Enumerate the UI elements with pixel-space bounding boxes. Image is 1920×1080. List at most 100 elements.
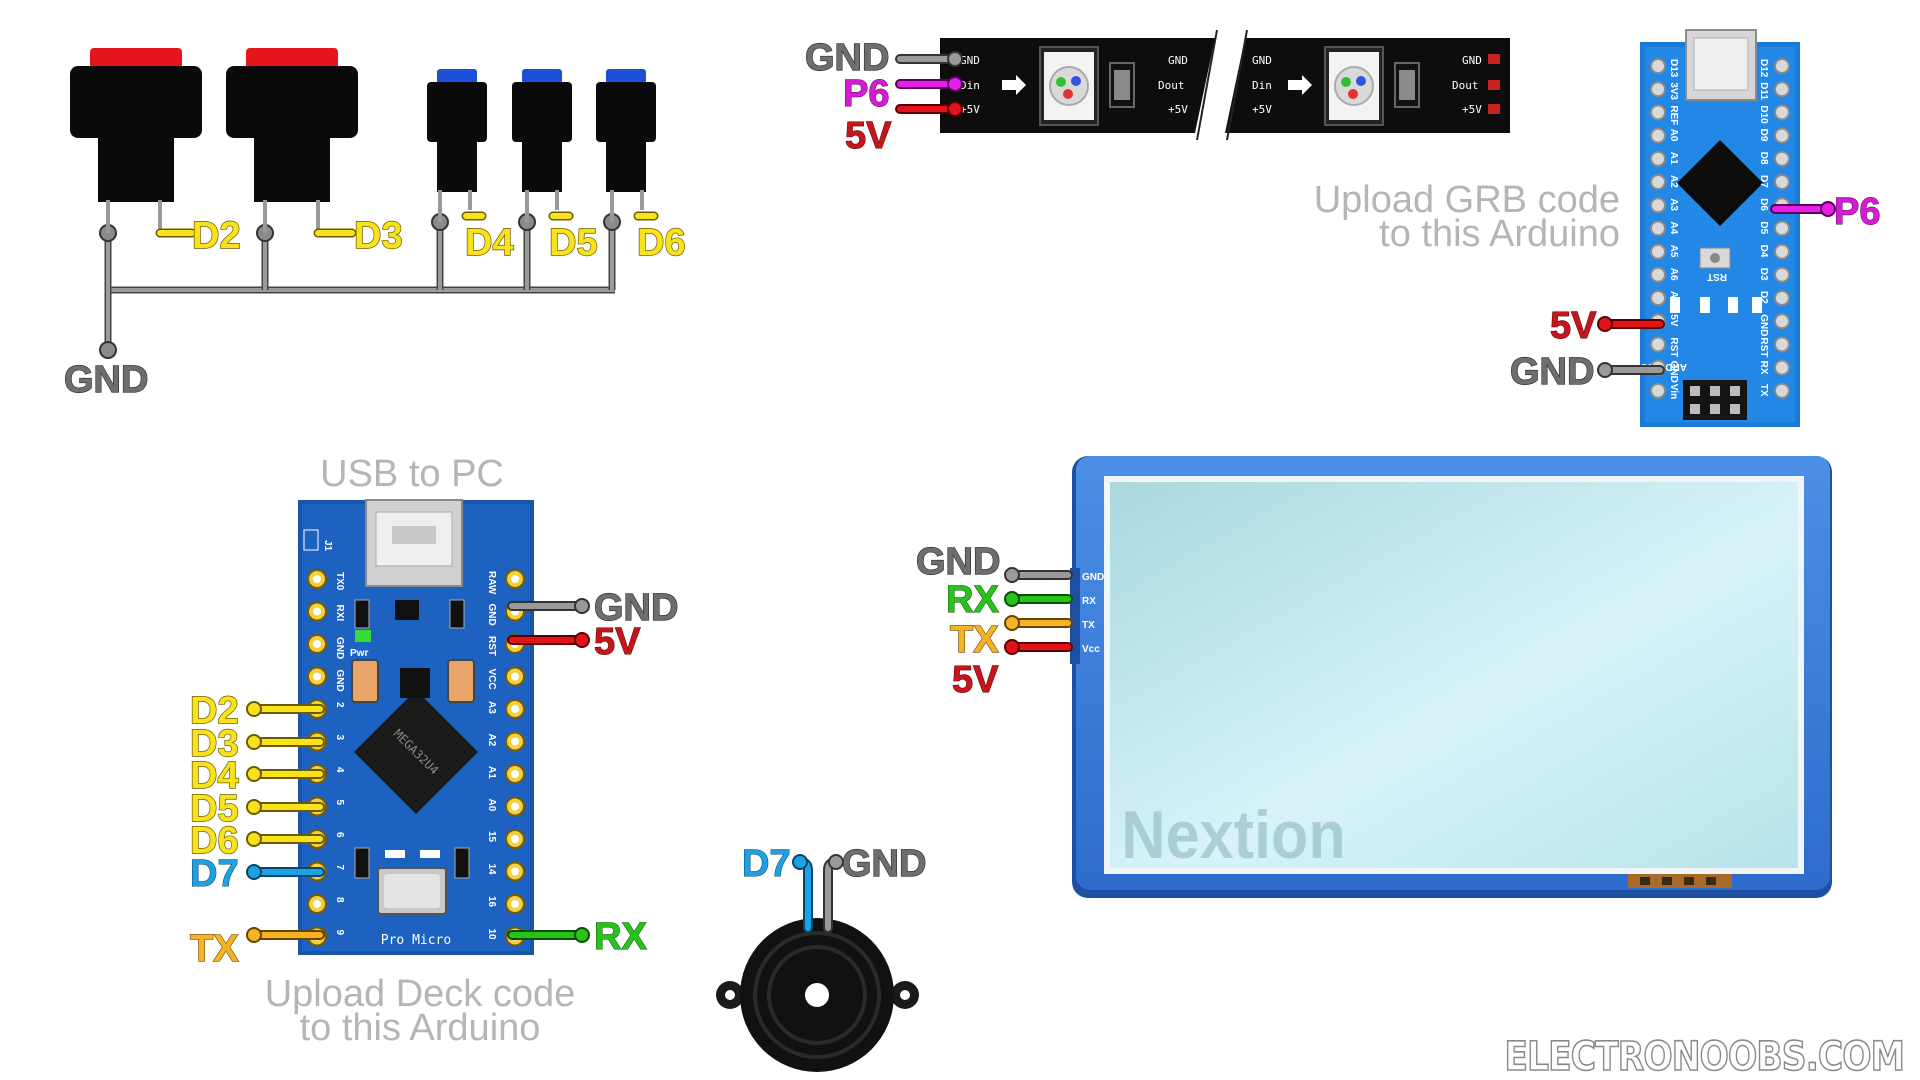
- pro-micro-wire-end: [246, 864, 262, 880]
- pro-micro-pin-label: A0: [486, 799, 497, 812]
- nano-pin-pad: [1650, 220, 1666, 237]
- strip-pad-label: GND: [1252, 54, 1272, 67]
- strip-end-pad: [1488, 80, 1500, 90]
- pro-micro-pin-label: 16: [486, 896, 497, 908]
- button-pin-label-d4: D4: [465, 222, 514, 264]
- pro-micro-wire-label: TX: [190, 928, 239, 970]
- nano-pin-pad: [1650, 382, 1666, 399]
- nano-pin-pad: [1650, 58, 1666, 74]
- nano-pin-label: RST: [1758, 337, 1769, 357]
- small-button-1: [427, 69, 487, 222]
- smd-component: [354, 847, 370, 879]
- nano-pin-label: D13: [1668, 59, 1679, 78]
- nano-pin-pad: [1650, 104, 1666, 121]
- strip-pad-label: GND: [1168, 54, 1188, 67]
- pro-micro-pin-hole: [511, 835, 519, 843]
- strip-pad-label: GND: [1462, 54, 1482, 67]
- strip-wire-label-gnd: GND: [805, 37, 889, 79]
- small-button-2: [512, 69, 572, 222]
- pro-micro-pin-label: 10: [486, 929, 497, 941]
- pro-micro-pin-hole: [511, 705, 519, 713]
- watermark: ELECTRONOOBS.COM: [1504, 1032, 1904, 1079]
- smd-component: [354, 599, 370, 629]
- nano-pin-label: A4: [1668, 221, 1679, 234]
- strip-pad-label: +5V: [960, 103, 980, 116]
- smd-component: [385, 850, 405, 858]
- button-pin-label-d6: D6: [637, 222, 686, 264]
- pro-micro-pin-label: A1: [486, 766, 497, 779]
- nano-pin-label: A6: [1668, 268, 1679, 281]
- pro-micro-usb-note: USB to PC: [320, 453, 504, 495]
- pro-micro-j1-label: J1: [322, 540, 333, 552]
- nano-pin-pad: [1650, 81, 1666, 98]
- pro-micro-pin-label: GND: [334, 637, 345, 659]
- nano-pin-pad: [1774, 127, 1790, 144]
- strip-wire-label-p6: P6: [843, 73, 889, 115]
- strip-end-pad: [1488, 104, 1500, 114]
- nano-rst-label: RST: [1707, 271, 1727, 282]
- nano-pin-label: RST: [1668, 337, 1679, 357]
- large-button-2: [226, 48, 358, 233]
- nano-pin-pad: [1774, 174, 1790, 190]
- nano-pin-label: D6: [1758, 198, 1769, 211]
- pro-micro-pin-label: 2: [334, 702, 345, 708]
- data-direction-arrow-icon: [1288, 75, 1312, 95]
- pro-micro-pin-label: 3: [334, 735, 345, 741]
- data-direction-arrow-icon: [1002, 75, 1026, 95]
- nano-pin-label: TX: [1758, 384, 1769, 397]
- nano-wires: [1597, 201, 1836, 378]
- nano-pin-label: Vin: [1668, 384, 1679, 399]
- nano-pin-label: D2: [1758, 291, 1769, 304]
- pro-micro-pin-hole: [511, 575, 519, 583]
- pro-micro-pin-label: 5: [334, 800, 345, 806]
- smd-component: [454, 847, 470, 879]
- nano-pin-label: D9: [1758, 129, 1769, 142]
- nano-pin-label: A1: [1668, 152, 1679, 165]
- nano-pin-label: D12: [1758, 59, 1769, 78]
- pwr-led: [355, 630, 371, 642]
- pro-micro-wire-end: [246, 927, 262, 943]
- pro-micro-pin-hole: [511, 737, 519, 746]
- pro-micro-pwr-label: Pwr: [350, 648, 368, 659]
- nano-pin-label: D3: [1758, 268, 1769, 281]
- led-strip: GND Din +5V GND Dout +5V GND Din +5V GND…: [804, 29, 1510, 158]
- strip-pad-label: Dout: [1452, 79, 1479, 92]
- pro-micro-wire-end: [246, 799, 262, 815]
- nano-led: [1700, 297, 1710, 313]
- smd-component: [449, 599, 465, 629]
- nextion-wire-label-5v: 5V: [952, 659, 999, 701]
- pro-micro-wire-label: D5: [190, 788, 239, 830]
- small-button-3: [596, 69, 656, 222]
- strip-pad-label: +5V: [1168, 103, 1188, 116]
- nano-pin-label: REF: [1668, 105, 1679, 125]
- strip-pad-label: +5V: [1462, 103, 1482, 116]
- button-pin-label-d2: D2: [192, 215, 241, 257]
- pro-micro-wire-label-gnd: GND: [594, 587, 678, 629]
- pro-micro-pin-hole: [313, 640, 321, 648]
- nano-pin-pad: [1650, 266, 1666, 283]
- button-pin-label-d3: D3: [354, 215, 403, 257]
- button-ground-bus: [104, 222, 616, 350]
- nextion-pin-rx: RX: [1082, 596, 1096, 607]
- nano-led: [1728, 297, 1738, 313]
- nextion-pin-tx: TX: [1082, 620, 1095, 631]
- strip-wire-label-5v: 5V: [845, 115, 892, 157]
- pro-micro-pin-label: GND: [334, 670, 345, 692]
- pro-micro-wire-label: D3: [190, 723, 239, 765]
- pro-micro-wire-end: [246, 831, 262, 847]
- nano-pin-pad: [1650, 174, 1666, 190]
- strip-pad-label: GND: [960, 54, 980, 67]
- pro-micro-wire-label: D7: [190, 853, 239, 895]
- nextion-brand-label: Nextion: [1121, 796, 1345, 873]
- nano-pin-pad: [1650, 243, 1666, 260]
- nano-pin-label: 5V: [1668, 314, 1679, 327]
- buzzer: D7 GND: [716, 842, 927, 1072]
- pro-micro-pin-label: 4: [334, 767, 345, 773]
- nano-pin-pad: [1774, 382, 1790, 399]
- pro-micro-pin-label: 15: [486, 831, 497, 843]
- nano-pin-label: D4: [1758, 245, 1769, 258]
- nano-pin-pad: [1774, 243, 1790, 260]
- pro-micro-pin-hole: [313, 607, 321, 616]
